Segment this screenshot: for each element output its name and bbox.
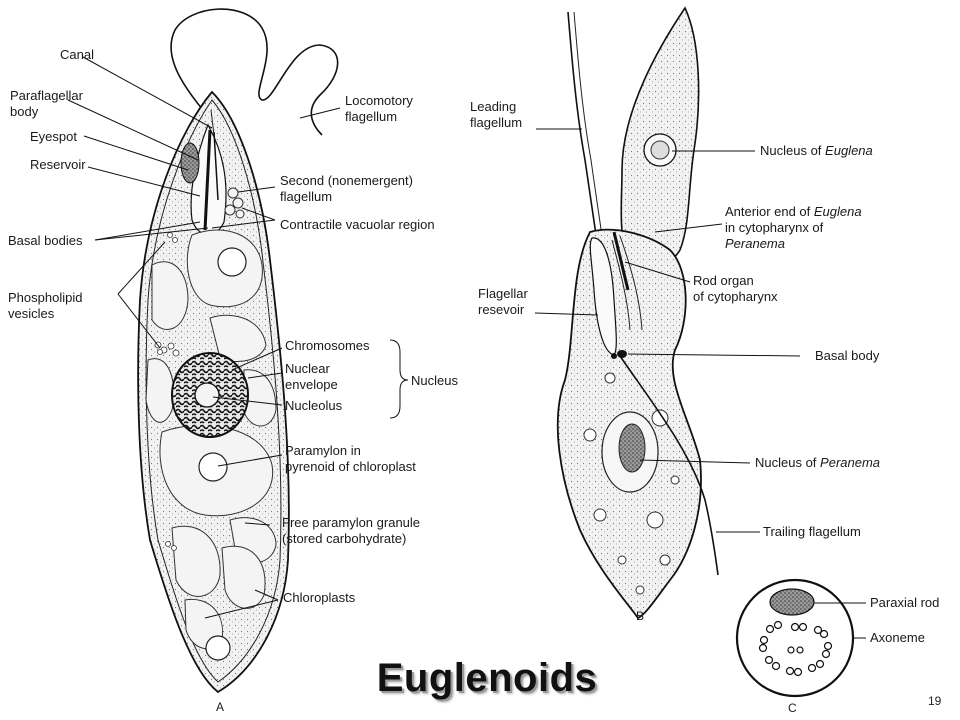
eyespot	[180, 142, 200, 184]
trailing-flagellum	[619, 355, 719, 576]
label-leading-1: Leading	[470, 99, 516, 114]
labels-b: Leading flagellum Nucleus of Euglena Ant…	[470, 99, 880, 539]
label-reservoir: Reservoir	[30, 157, 86, 172]
label-phospholipid-1: Phospholipid	[8, 290, 82, 305]
label-nucleus-peranema: Nucleus of Peranema	[755, 455, 880, 470]
label-paramylon-1: Paramylon in	[285, 443, 361, 458]
chloroplasts-a	[145, 229, 277, 661]
label-locomotory-2: flagellum	[345, 109, 397, 124]
panel-label-b: B	[636, 609, 644, 623]
label-free-paramylon-1: Free paramylon granule	[282, 515, 420, 530]
label-nucleus: Nucleus	[411, 373, 458, 388]
panel-label-c: C	[788, 701, 797, 715]
label-nuclear-envelope-1: Nuclear	[285, 361, 330, 376]
label-paraflagellar-2: body	[10, 104, 39, 119]
label-anterior-2: in cytopharynx of	[725, 220, 824, 235]
paraxial-rod	[769, 588, 815, 616]
labels-a: Canal Paraflagellar body Eyespot Reservo…	[8, 47, 458, 605]
label-rod-1: Rod organ	[693, 273, 754, 288]
nucleus-a	[171, 352, 249, 438]
label-chloroplasts: Chloroplasts	[283, 590, 356, 605]
labels-c: Paraxial rod Axoneme	[870, 595, 939, 645]
label-flagellar-reservoir-2: resevoir	[478, 302, 525, 317]
panel-label-a: A	[216, 700, 224, 714]
label-anterior-3: Peranema	[725, 236, 785, 251]
label-locomotory-1: Locomotory	[345, 93, 413, 108]
panel-a-euglena: A	[137, 8, 339, 714]
label-nucleus-euglena: Nucleus of Euglena	[760, 143, 873, 158]
label-axoneme: Axoneme	[870, 630, 925, 645]
label-contractile: Contractile vacuolar region	[280, 217, 435, 232]
phospholipid-vesicles	[154, 232, 180, 551]
label-eyespot: Eyespot	[30, 129, 77, 144]
rod-organ	[612, 231, 630, 291]
label-second-flagellum-2: flagellum	[280, 189, 332, 204]
label-paraxial-rod: Paraxial rod	[870, 595, 939, 610]
label-basal-body: Basal body	[815, 348, 880, 363]
label-trailing: Trailing flagellum	[763, 524, 861, 539]
leader-lines-a	[67, 56, 409, 619]
label-paramylon-2: pyrenoid of chloroplast	[285, 459, 416, 474]
label-flagellar-reservoir-1: Flagellar	[478, 286, 529, 301]
label-leading-2: flagellum	[470, 115, 522, 130]
label-anterior-1: Anterior end of Euglena	[725, 204, 862, 219]
label-phospholipid-2: vesicles	[8, 306, 55, 321]
page-number: 19	[928, 694, 942, 708]
contractile-vacuoles	[224, 187, 245, 219]
locomotory-flagellum	[170, 8, 339, 136]
panel-b-peranema: B	[556, 6, 719, 623]
basal-body	[617, 350, 627, 358]
label-second-flagellum-1: Second (nonemergent)	[280, 173, 413, 188]
label-chromosomes: Chromosomes	[285, 338, 370, 353]
label-nuclear-envelope-2: envelope	[285, 377, 338, 392]
leader-lines-b	[534, 128, 801, 533]
label-nucleolus: Nucleolus	[285, 398, 343, 413]
label-paraflagellar-1: Paraflagellar	[10, 88, 84, 103]
panel-c-cross-section: C	[735, 578, 855, 715]
label-free-paramylon-2: (stored carbohydrate)	[282, 531, 406, 546]
label-rod-2: of cytopharynx	[693, 289, 778, 304]
axoneme	[758, 620, 833, 677]
slide-title: Euglenoids	[376, 656, 598, 700]
label-basal-bodies: Basal bodies	[8, 233, 83, 248]
leader-lines-c	[814, 602, 866, 639]
label-canal: Canal	[60, 47, 94, 62]
